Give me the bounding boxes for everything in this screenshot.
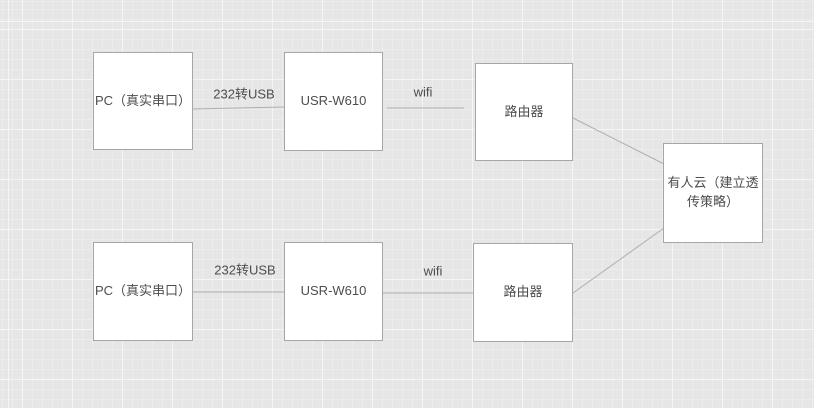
node-label-pc-bottom: PC（真实串口） — [95, 283, 192, 299]
node-router-top[interactable]: 路由器 — [475, 63, 573, 161]
node-label-usr-top: USR-W610 — [300, 93, 367, 109]
edge-label-pc-usr-bottom: 232转USB — [214, 262, 276, 278]
edge-label-pc-usr-top: 232转USB — [213, 86, 275, 102]
edge-label-usr-router-top: wifi — [413, 84, 433, 100]
edge-router-cloud-top[interactable] — [572, 117, 665, 165]
node-label-pc-top: PC（真实串口） — [95, 92, 192, 108]
node-label-usr-bottom: USR-W610 — [300, 283, 367, 299]
node-label-router-bottom: 路由器 — [503, 284, 543, 300]
node-pc-top[interactable]: PC（真实串口） — [93, 52, 193, 150]
node-usr-bottom[interactable]: USR-W610 — [284, 242, 383, 341]
node-pc-bottom[interactable]: PC（真实串口） — [93, 242, 193, 341]
edge-label-usr-router-bottom: wifi — [423, 263, 443, 279]
node-router-bottom[interactable]: 路由器 — [473, 243, 573, 342]
node-cloud[interactable]: 有人云（建立透传策略） — [663, 143, 763, 243]
node-label-cloud: 有人云（建立透传策略） — [667, 175, 759, 209]
node-label-router-top: 路由器 — [504, 103, 544, 119]
edge-router-cloud-bottom[interactable] — [572, 227, 665, 294]
node-usr-top[interactable]: USR-W610 — [284, 52, 383, 151]
edge-pc-usr-top[interactable] — [192, 106, 285, 110]
